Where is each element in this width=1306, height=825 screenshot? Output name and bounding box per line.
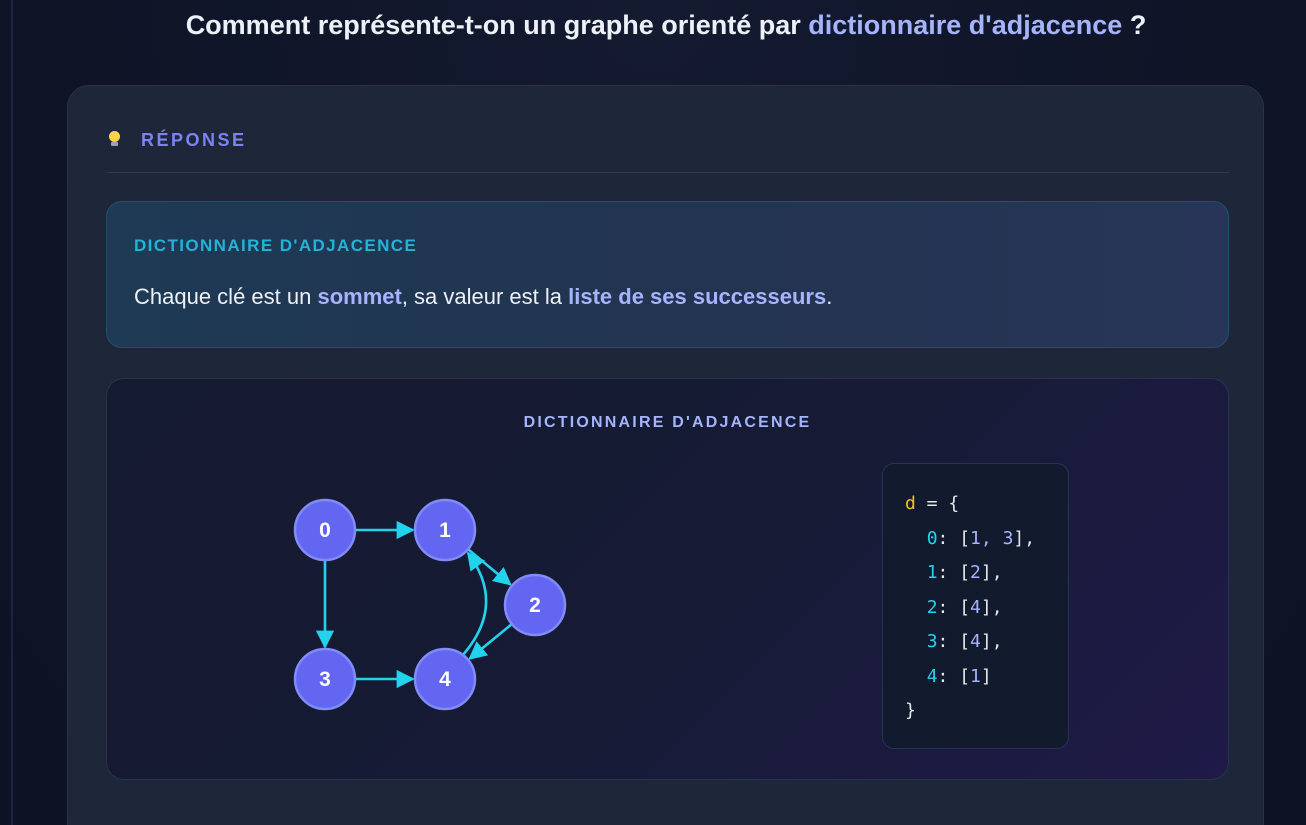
graph-node-4: 4 bbox=[413, 647, 477, 711]
code-line-3: 3: [4], bbox=[905, 625, 1068, 660]
code-indent bbox=[905, 528, 927, 549]
code-indent bbox=[905, 597, 927, 618]
edge-4-1 bbox=[461, 551, 488, 657]
answer-card: RÉPONSE DICTIONNAIRE D'ADJACENCE Chaque … bbox=[67, 85, 1264, 825]
code-close-brace: } bbox=[905, 700, 916, 721]
code-punct: : [ bbox=[937, 596, 971, 618]
code-value: 4 bbox=[970, 596, 981, 618]
code-punct: ], bbox=[980, 562, 1003, 583]
code-punct: ], bbox=[980, 596, 1003, 618]
definition-text-part1: Chaque clé est un bbox=[134, 284, 318, 309]
code-key: 0 bbox=[926, 527, 938, 549]
code-block: d = { 0: [1, 3], 1: [2], 2: [4], 3: [4],… bbox=[882, 463, 1069, 749]
code-line-0: 0: [1, 3], bbox=[905, 522, 1068, 557]
code-open-brace: = { bbox=[915, 493, 960, 514]
node-label: 2 bbox=[529, 594, 541, 617]
code-line-4: 4: [1] bbox=[905, 660, 1068, 695]
header-divider bbox=[106, 172, 1229, 173]
code-line-1: 1: [2], bbox=[905, 556, 1068, 591]
code-line-2: 2: [4], bbox=[905, 591, 1068, 626]
node-circle bbox=[413, 498, 477, 562]
code-indent bbox=[905, 666, 927, 687]
node-circle bbox=[503, 573, 567, 637]
code-indent bbox=[905, 562, 927, 583]
code-value: 3 bbox=[1002, 527, 1014, 549]
code-value: 1 bbox=[970, 665, 981, 687]
definition-box: DICTIONNAIRE D'ADJACENCE Chaque clé est … bbox=[106, 201, 1229, 348]
node-label: 0 bbox=[319, 519, 331, 542]
graph-node-1: 1 bbox=[413, 498, 477, 562]
code-value: 1 bbox=[970, 527, 981, 549]
graph-node-0: 0 bbox=[293, 498, 357, 562]
definition-highlight-successeurs: liste de ses successeurs bbox=[568, 284, 827, 309]
answer-label: RÉPONSE bbox=[141, 129, 247, 150]
code-variable: d bbox=[905, 493, 916, 514]
code-line-close: } bbox=[905, 694, 1068, 729]
code-punct: : [ bbox=[937, 562, 971, 583]
lightbulb-icon bbox=[108, 131, 121, 149]
definition-text-part3: . bbox=[826, 284, 833, 309]
node-label: 3 bbox=[319, 668, 331, 691]
code-value: 4 bbox=[970, 631, 981, 652]
answer-header: RÉPONSE bbox=[108, 126, 247, 154]
code-punct: ] bbox=[980, 665, 992, 687]
question-highlight: dictionnaire d'adjacence bbox=[808, 10, 1123, 40]
code-key: 2 bbox=[926, 596, 938, 618]
code-punct: : [ bbox=[937, 631, 971, 652]
graph-node-3: 3 bbox=[293, 647, 357, 711]
question-title: Comment représente-t-on un graphe orient… bbox=[0, 6, 1306, 44]
node-label: 1 bbox=[439, 519, 451, 542]
code-key: 1 bbox=[926, 562, 938, 583]
diagram-title: DICTIONNAIRE D'ADJACENCE bbox=[523, 414, 812, 431]
code-punct: ], bbox=[1013, 527, 1036, 549]
graph-node-2: 2 bbox=[503, 573, 567, 637]
code-indent bbox=[905, 631, 927, 652]
code-line-open: d = { bbox=[905, 487, 1068, 522]
code-key: 4 bbox=[926, 665, 938, 687]
code-key: 3 bbox=[926, 631, 938, 652]
code-punct: , bbox=[980, 527, 1003, 549]
code-value: 2 bbox=[970, 562, 981, 583]
node-circle bbox=[293, 647, 357, 711]
edge-1-2 bbox=[467, 548, 512, 586]
left-divider bbox=[11, 0, 13, 825]
code-punct: : [ bbox=[937, 665, 971, 687]
graph-diagram: 0 1 2 3 4 bbox=[293, 498, 567, 711]
definition-title: DICTIONNAIRE D'ADJACENCE bbox=[134, 236, 418, 255]
node-label: 4 bbox=[439, 668, 451, 691]
question-prefix: Comment représente-t-on un graphe orient… bbox=[185, 10, 809, 40]
code-punct: : [ bbox=[937, 527, 971, 549]
definition-text: Chaque clé est un sommet, sa valeur est … bbox=[134, 284, 832, 310]
edge-2-4 bbox=[468, 623, 512, 660]
definition-text-part2: , sa valeur est la bbox=[401, 284, 569, 309]
code-punct: ], bbox=[980, 631, 1003, 652]
node-circle bbox=[413, 647, 477, 711]
question-suffix: ? bbox=[1122, 10, 1147, 40]
definition-highlight-sommet: sommet bbox=[317, 284, 402, 309]
node-circle bbox=[293, 498, 357, 562]
